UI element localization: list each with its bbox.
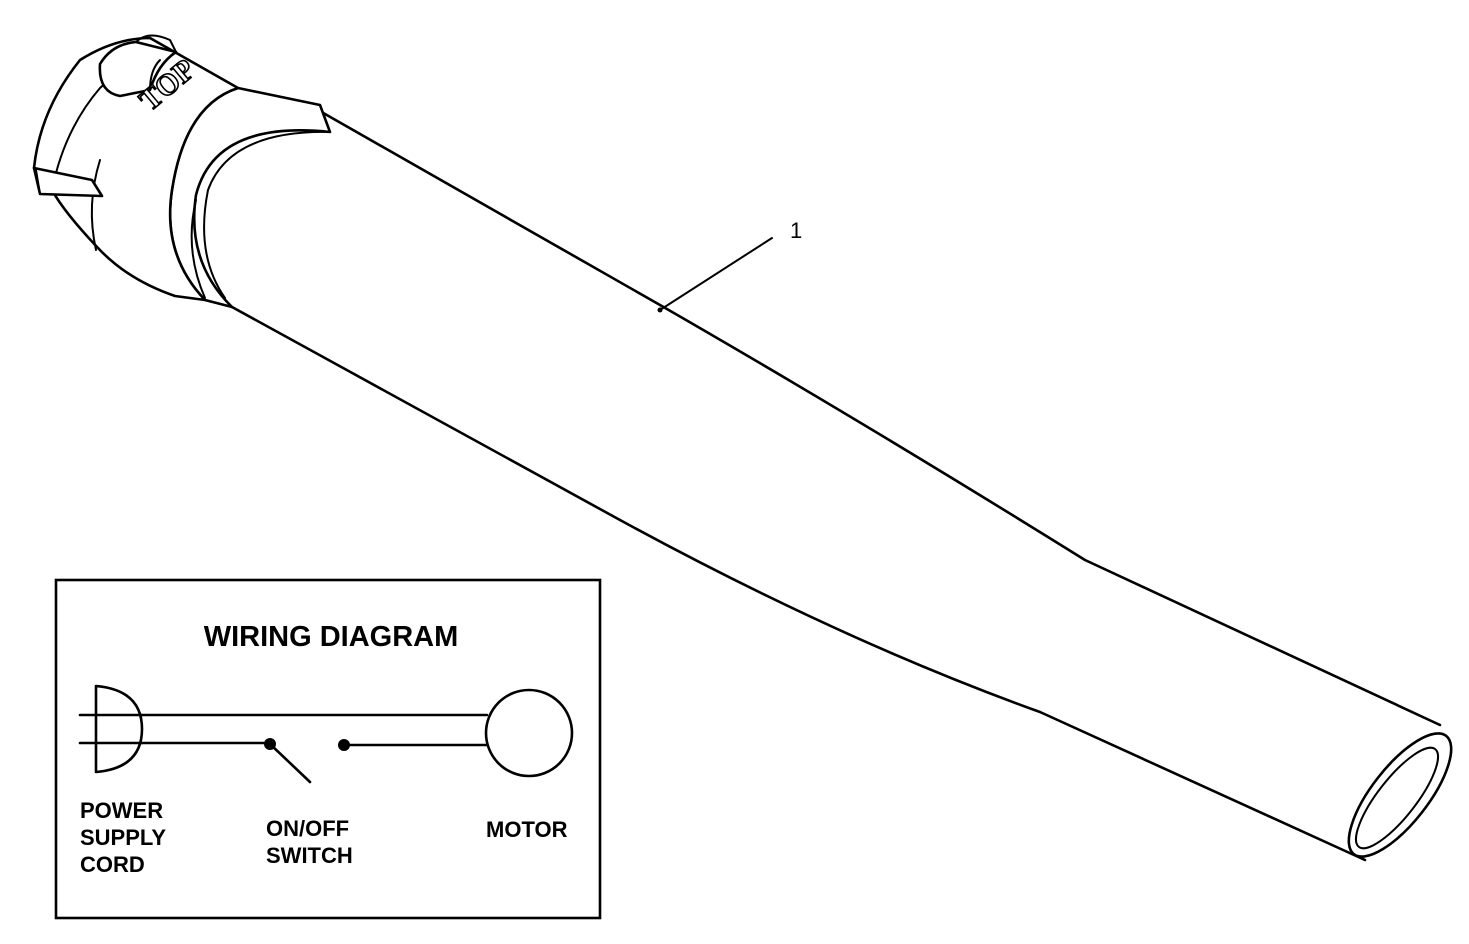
cord-label-line-1: POWER bbox=[80, 798, 163, 823]
part-number-label: 1 bbox=[790, 218, 802, 243]
side-locking-tab bbox=[32, 166, 104, 198]
wiring-diagram-panel: WIRING DIAGRAM POWER SUPPLY CORD ON/OFF … bbox=[54, 578, 602, 920]
cord-label-line-3: CORD bbox=[80, 852, 145, 877]
wiring-diagram-border bbox=[54, 578, 602, 920]
blower-tube: TOP 1 bbox=[32, 34, 1453, 862]
tube-body-lower-edge bbox=[230, 305, 1367, 862]
motor-label-line-1: MOTOR bbox=[486, 817, 568, 842]
motor-symbol bbox=[484, 688, 574, 778]
cord-label: POWER SUPPLY CORD bbox=[80, 798, 166, 877]
switch-label-line-1: ON/OFF bbox=[266, 816, 349, 841]
callout-leader-dot bbox=[657, 307, 663, 313]
plug-symbol bbox=[78, 684, 144, 774]
callout-leader bbox=[659, 237, 773, 311]
cord-label-line-2: SUPPLY bbox=[80, 825, 166, 850]
motor-label: MOTOR bbox=[486, 817, 568, 842]
upper-locking-tab bbox=[98, 34, 178, 98]
bayonet-connector: TOP bbox=[32, 34, 240, 302]
switch-label: ON/OFF SWITCH bbox=[266, 816, 353, 868]
wiring-diagram-title: WIRING DIAGRAM bbox=[204, 621, 459, 653]
tube-outlet bbox=[1347, 732, 1453, 858]
tube-body-upper-edge bbox=[316, 108, 1442, 727]
switch-symbol bbox=[264, 738, 350, 784]
switch-label-line-2: SWITCH bbox=[266, 843, 353, 868]
